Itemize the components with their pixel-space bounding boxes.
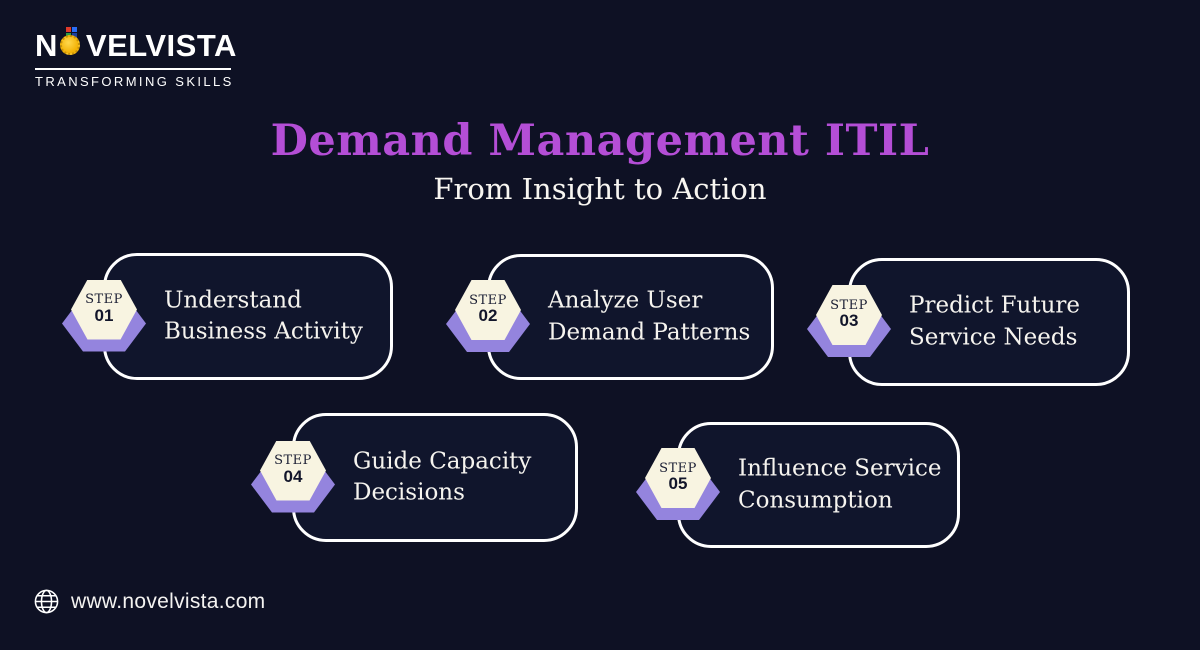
hexagon: STEP 01 [71, 279, 137, 340]
step-number: 05 [668, 474, 688, 494]
step-text-line2: Decisions [353, 479, 465, 506]
novelvista-logo: N VELVISTA TRANSFORMING SKILLS [35, 27, 237, 89]
step-text-line1: Predict Future [909, 292, 1081, 319]
step-label: STEP [85, 292, 123, 308]
website-url: www.novelvista.com [71, 589, 266, 613]
step-text: Guide Capacity Decisions [353, 446, 531, 509]
step-label: STEP [469, 292, 507, 308]
step-text-line1: Understand [164, 286, 302, 313]
step-card-5: STEP 05 Influence Service Consumption [636, 422, 960, 548]
step-text-line1: Influence Service [738, 455, 942, 482]
hexagon: STEP 04 [260, 440, 326, 501]
logo-tagline: TRANSFORMING SKILLS [35, 68, 231, 89]
step-text-line1: Guide Capacity [353, 447, 532, 474]
hexagon: STEP 02 [455, 280, 521, 340]
step-number: 01 [94, 305, 114, 325]
page-subtitle: From Insight to Action [433, 172, 767, 206]
step-text: Analyze User Demand Patterns [548, 285, 750, 348]
step-card-4: STEP 04 Guide Capacity Decisions [251, 413, 578, 542]
step-text-line2: Consumption [738, 487, 893, 513]
step-badge-2: STEP 02 [446, 280, 530, 354]
step-label: STEP [274, 453, 312, 469]
step-text-line2: Business Activity [164, 318, 363, 345]
step-text-line2: Service Needs [909, 324, 1078, 350]
step-text: Predict Future Service Needs [909, 290, 1080, 353]
hexagon: STEP 03 [816, 285, 882, 345]
step-badge-5: STEP 05 [636, 448, 720, 522]
step-text: Understand Business Activity [164, 285, 363, 348]
sun-medal-icon [59, 27, 85, 59]
step-text-line2: Demand Patterns [548, 319, 751, 345]
step-number: 04 [283, 466, 303, 486]
globe-icon [34, 589, 59, 614]
step-number: 03 [839, 311, 859, 331]
step-text-line1: Analyze User [548, 287, 703, 314]
logo-letter-n: N [35, 28, 58, 63]
step-label: STEP [830, 297, 868, 313]
logo-wordmark: N VELVISTA [35, 27, 237, 64]
hexagon: STEP 05 [645, 448, 711, 508]
logo-letters-rest: VELVISTA [85, 28, 237, 63]
step-text: Influence Service Consumption [738, 453, 942, 516]
step-badge-4: STEP 04 [251, 440, 335, 515]
footer: www.novelvista.com [33, 588, 265, 615]
step-number: 02 [478, 306, 498, 326]
step-badge-1: STEP 01 [62, 279, 146, 354]
step-card-1: STEP 01 Understand Business Activity [62, 253, 393, 380]
step-badge-3: STEP 03 [807, 285, 891, 359]
page-title: Demand Management ITIL [270, 116, 930, 166]
step-card-3: STEP 03 Predict Future Service Needs [807, 258, 1130, 386]
step-label: STEP [659, 460, 697, 476]
step-card-2: STEP 02 Analyze User Demand Patterns [446, 254, 774, 380]
